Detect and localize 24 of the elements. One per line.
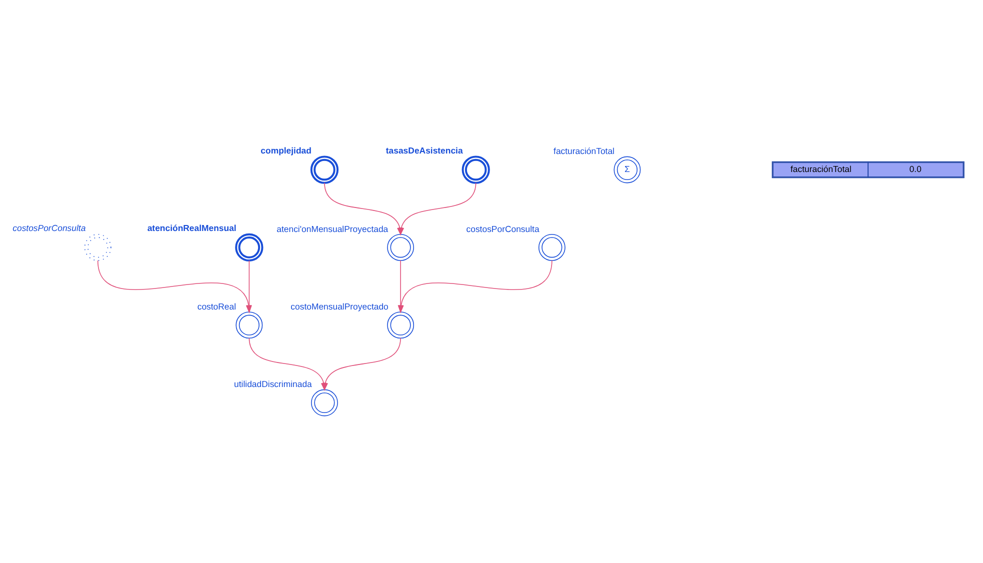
node-label: tasasDeAsistencia bbox=[386, 145, 463, 156]
node-label: costoMensualProyectado bbox=[290, 301, 388, 312]
node-label: utilidadDiscriminada bbox=[234, 379, 312, 390]
node-label: facturaciónTotal bbox=[554, 146, 615, 156]
node-label: costoReal bbox=[197, 301, 236, 312]
node-circle bbox=[538, 234, 566, 261]
node-circle bbox=[311, 389, 338, 416]
node-circle bbox=[236, 312, 263, 339]
node-label: complejidad bbox=[260, 145, 312, 156]
node-circle bbox=[84, 234, 112, 261]
node-circle: Σ bbox=[614, 156, 641, 184]
node-label: atenciónRealMensual bbox=[147, 223, 236, 234]
node-label: atenci'onMensualProyectada bbox=[276, 224, 388, 234]
label: 0.0 bbox=[909, 164, 922, 174]
node-circle bbox=[235, 233, 264, 262]
node-circle bbox=[387, 234, 414, 261]
node-circle bbox=[387, 312, 414, 339]
label: facturaciónTotal bbox=[790, 164, 852, 174]
node-label: costosPorConsulta bbox=[466, 224, 540, 234]
node-label: costosPorConsulta bbox=[12, 223, 86, 234]
node-circle bbox=[462, 156, 490, 184]
node-circle bbox=[310, 156, 339, 184]
arrow bbox=[398, 182, 476, 236]
arrow bbox=[322, 338, 401, 391]
